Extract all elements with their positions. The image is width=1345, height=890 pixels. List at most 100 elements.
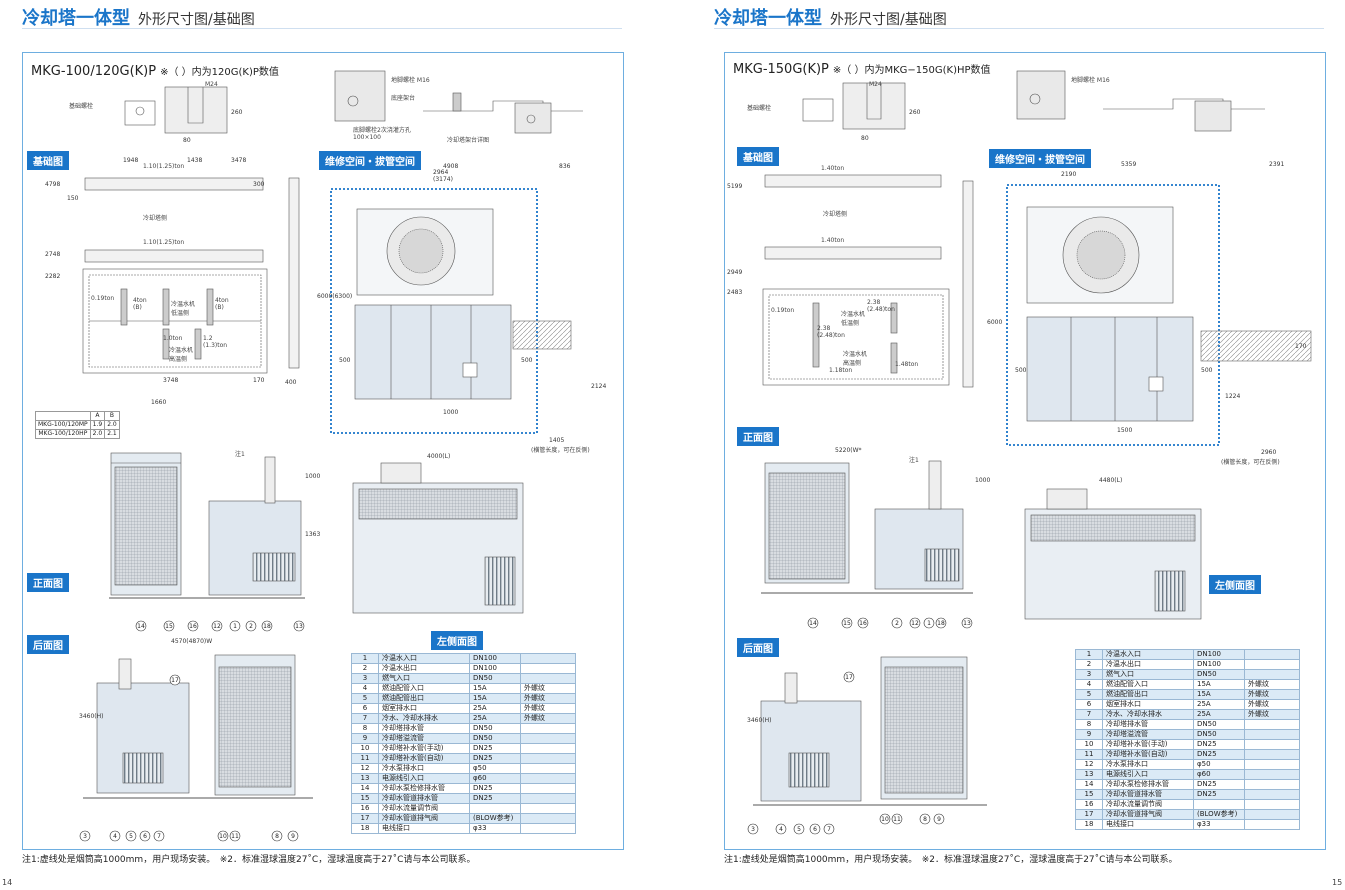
dim-80: 80 <box>861 135 869 142</box>
anchor-detail-section <box>164 86 228 134</box>
ab-header-cell <box>35 411 91 421</box>
dim-150: 150 <box>67 195 79 202</box>
anchor-detail-plan <box>124 100 156 126</box>
part-number: 18 <box>1075 819 1103 830</box>
part-spec: DN100 <box>469 663 521 674</box>
part-number: 11 <box>1075 749 1103 760</box>
svg-text:11: 11 <box>893 816 901 823</box>
part-name: 冷却塔溢流管 <box>378 733 470 744</box>
ab-cell: 2.0 <box>89 429 106 439</box>
label-cooling-tower-side: 冷却塔侧 <box>823 211 848 218</box>
callout-2 <box>245 620 257 632</box>
tag-maintenance: 维修空间・拔管空间 <box>319 151 421 170</box>
part-name: 冷水泵排水口 <box>378 763 470 774</box>
part-thread <box>1244 719 1300 730</box>
part-name: 冷却水管道排水管 <box>378 793 470 804</box>
part-number: 6 <box>1075 699 1103 710</box>
part-spec: φ33 <box>469 823 521 834</box>
part-spec: 25A <box>1193 709 1245 720</box>
page-subtitle: 外形尺寸图/基础图 <box>830 12 947 28</box>
dim-3460: 3460(H) <box>747 717 772 724</box>
part-thread: 外螺纹 <box>1244 709 1300 720</box>
part-name: 冷却水泵检修排水管 <box>378 783 470 794</box>
callout-17 <box>169 674 181 686</box>
part-number: 2 <box>351 663 379 674</box>
svg-text:3: 3 <box>83 833 87 840</box>
svg-text:16: 16 <box>859 620 867 627</box>
maintenance-space-outline <box>330 188 538 434</box>
part-number: 9 <box>351 733 379 744</box>
label-frame: 底座架台 <box>391 95 416 102</box>
part-number: 16 <box>1075 799 1103 810</box>
part-thread <box>520 823 576 834</box>
part-spec <box>469 803 521 814</box>
part-number: 14 <box>1075 779 1103 790</box>
svg-text:13: 13 <box>295 623 303 630</box>
dim-2964: 2964 (3174) <box>433 169 453 183</box>
part-spec: DN50 <box>469 673 521 684</box>
part-number: 4 <box>351 683 379 694</box>
label-hole-note: (横管长度，可在反侧) <box>1221 459 1280 466</box>
dim-170: 170 <box>1295 343 1307 350</box>
pipe-pull-space <box>512 320 572 350</box>
part-name: 冷却水管道排气阀 <box>1102 809 1194 820</box>
callout-13 <box>293 620 305 632</box>
callout-15 <box>163 620 175 632</box>
tag-front: 正面图 <box>737 427 779 446</box>
label-bolt-m16: 地脚螺栓 M16 <box>1071 77 1110 84</box>
header-rule <box>714 28 1324 29</box>
part-name: 冷却塔补水管(手动) <box>1102 739 1194 750</box>
dim-500b: 500 <box>1201 367 1213 374</box>
part-name: 冷却塔补水管(自动) <box>1102 749 1194 760</box>
ab-cell: MKG-100/120MP <box>35 420 91 430</box>
dim-4000: 4000(L) <box>427 453 451 460</box>
dim-5199: 5199 <box>727 183 743 190</box>
tag-front: 正面图 <box>27 573 69 592</box>
part-number: 4 <box>1075 679 1103 690</box>
part-number: 16 <box>351 803 379 814</box>
part-name: 烟室排水口 <box>1102 699 1194 710</box>
callout-4 <box>109 830 121 842</box>
part-thread <box>1244 779 1300 790</box>
model-heading: MKG-150G(K)P※（ ）内为MKG−150G(K)HP数值 <box>733 61 991 77</box>
part-name: 冷却塔补水管(自动) <box>378 753 470 764</box>
tag-foundation: 基础图 <box>27 151 69 170</box>
part-name: 冷却水管道排气阀 <box>378 813 470 824</box>
dim-2949: 2949 <box>727 269 743 276</box>
ab-cell: 2.0 <box>104 420 120 430</box>
part-thread <box>1244 729 1300 740</box>
part-spec: DN25 <box>469 793 521 804</box>
part-number: 2 <box>1075 659 1103 670</box>
part-name: 燃气入口 <box>378 673 470 684</box>
dim-3460: 3460(H) <box>79 713 104 720</box>
part-name: 燃油配管出口 <box>1102 689 1194 700</box>
part-thread: 外螺纹 <box>1244 699 1300 710</box>
part-number: 13 <box>351 773 379 784</box>
svg-text:7: 7 <box>157 833 161 840</box>
part-thread <box>520 793 576 804</box>
label-span1: 1.40ton <box>821 165 845 172</box>
part-number: 1 <box>1075 649 1103 660</box>
part-thread: 外螺纹 <box>520 703 576 714</box>
part-spec: 15A <box>469 693 521 704</box>
dim-2483: 2483 <box>727 289 743 296</box>
label-ton-238a: 2.38 (2.48)ton <box>867 299 895 313</box>
svg-text:12: 12 <box>213 623 221 630</box>
part-number: 11 <box>351 753 379 764</box>
svg-text:16: 16 <box>189 623 197 630</box>
svg-text:10: 10 <box>219 833 227 840</box>
tag-rear: 后面图 <box>27 635 69 654</box>
